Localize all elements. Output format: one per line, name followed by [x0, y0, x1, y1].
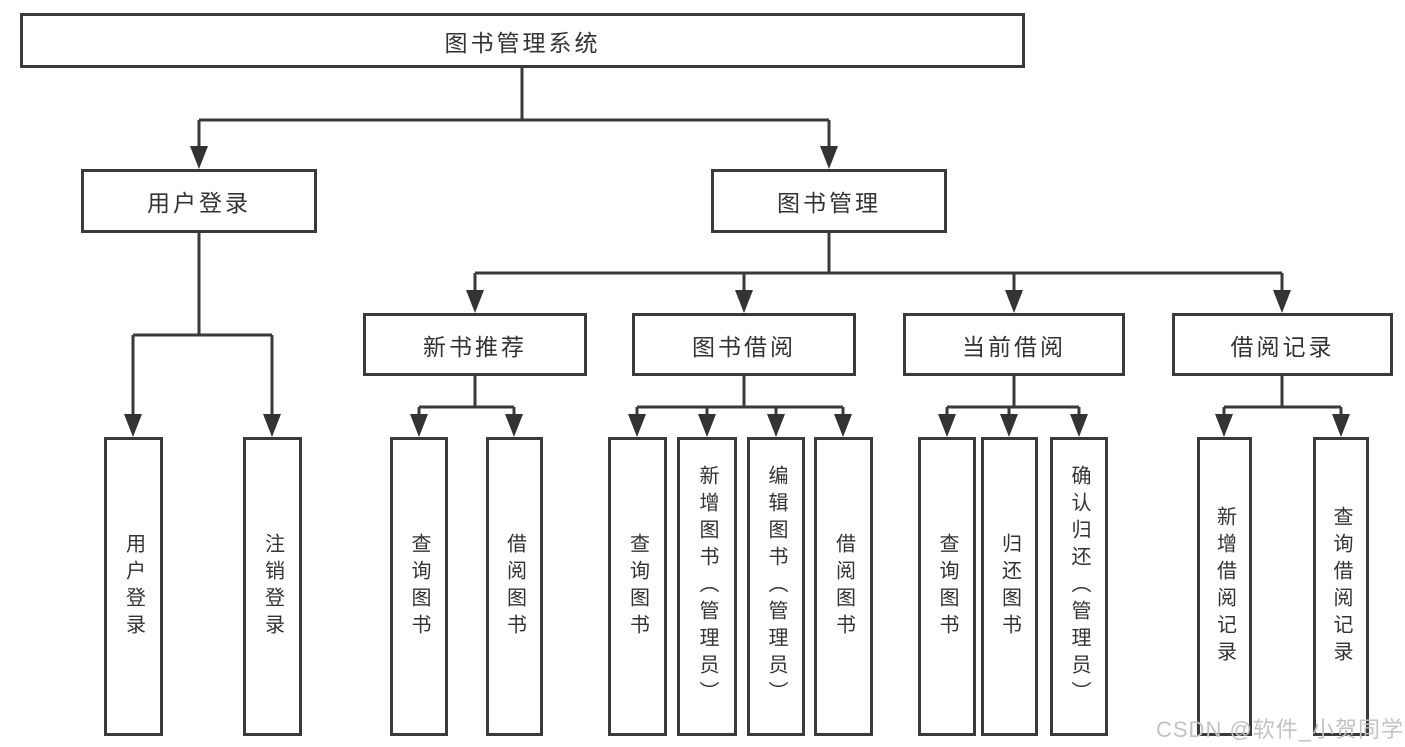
node-label: 图书管理系统	[444, 29, 601, 56]
node-label: 归还图书	[998, 532, 1021, 641]
arrowhead-layer	[124, 146, 1350, 437]
node-library-system: 图书管理系统	[20, 13, 1025, 68]
leaf-user-login: 用户登录	[104, 437, 163, 736]
connector-lines	[131, 66, 1343, 420]
node-label: 用户登录	[122, 532, 145, 641]
leaf-return-books: 归还图书	[981, 437, 1038, 736]
node-label: 新书推荐	[423, 333, 527, 360]
node-label: 借阅图书	[503, 532, 526, 641]
leaf-add-borrow-record: 新增借阅记录	[1197, 437, 1252, 736]
node-label: 当前借阅	[962, 333, 1066, 360]
node-label: 编辑图书（管理员）	[765, 465, 787, 708]
node-label: 查询借阅记录	[1330, 505, 1352, 668]
node-label: 图书借阅	[692, 333, 796, 360]
node-label: 借阅记录	[1230, 333, 1335, 360]
leaf-borrow-books-borrowing: 借阅图书	[814, 437, 873, 736]
node-borrow-records: 借阅记录	[1172, 313, 1393, 376]
node-label: 新增借阅记录	[1213, 505, 1236, 668]
node-label: 新增图书（管理员）	[696, 465, 718, 708]
leaf-add-book-admin: 新增图书（管理员）	[677, 437, 737, 736]
csdn-watermark: CSDN @软件_小贺同学	[1156, 717, 1405, 742]
node-label: 注销登录	[261, 532, 284, 641]
node-label: 图书管理	[777, 190, 881, 216]
leaf-query-books-recommend: 查询图书	[390, 437, 448, 736]
node-current-borrowing: 当前借阅	[903, 313, 1125, 376]
node-label: 查询图书	[626, 532, 649, 641]
leaf-confirm-return-admin: 确认归还（管理员）	[1050, 437, 1108, 736]
leaf-borrow-books-recommend: 借阅图书	[486, 437, 543, 736]
leaf-logout: 注销登录	[243, 437, 302, 736]
node-new-book-recommend: 新书推荐	[363, 313, 587, 376]
node-user-login: 用户登录	[81, 169, 317, 233]
node-book-borrowing: 图书借阅	[632, 313, 856, 376]
node-label: 用户登录	[147, 190, 251, 216]
leaf-query-books-current: 查询图书	[918, 437, 976, 736]
node-label: 查询图书	[936, 532, 958, 641]
leaf-edit-book-admin: 编辑图书（管理员）	[747, 437, 805, 736]
node-book-management: 图书管理	[711, 169, 947, 233]
leaf-query-borrow-record: 查询借阅记录	[1313, 437, 1369, 736]
node-label: 确认归还（管理员）	[1068, 465, 1090, 708]
leaf-query-books-borrowing: 查询图书	[608, 437, 667, 736]
node-label: 查询图书	[408, 532, 430, 641]
node-label: 借阅图书	[832, 532, 855, 641]
